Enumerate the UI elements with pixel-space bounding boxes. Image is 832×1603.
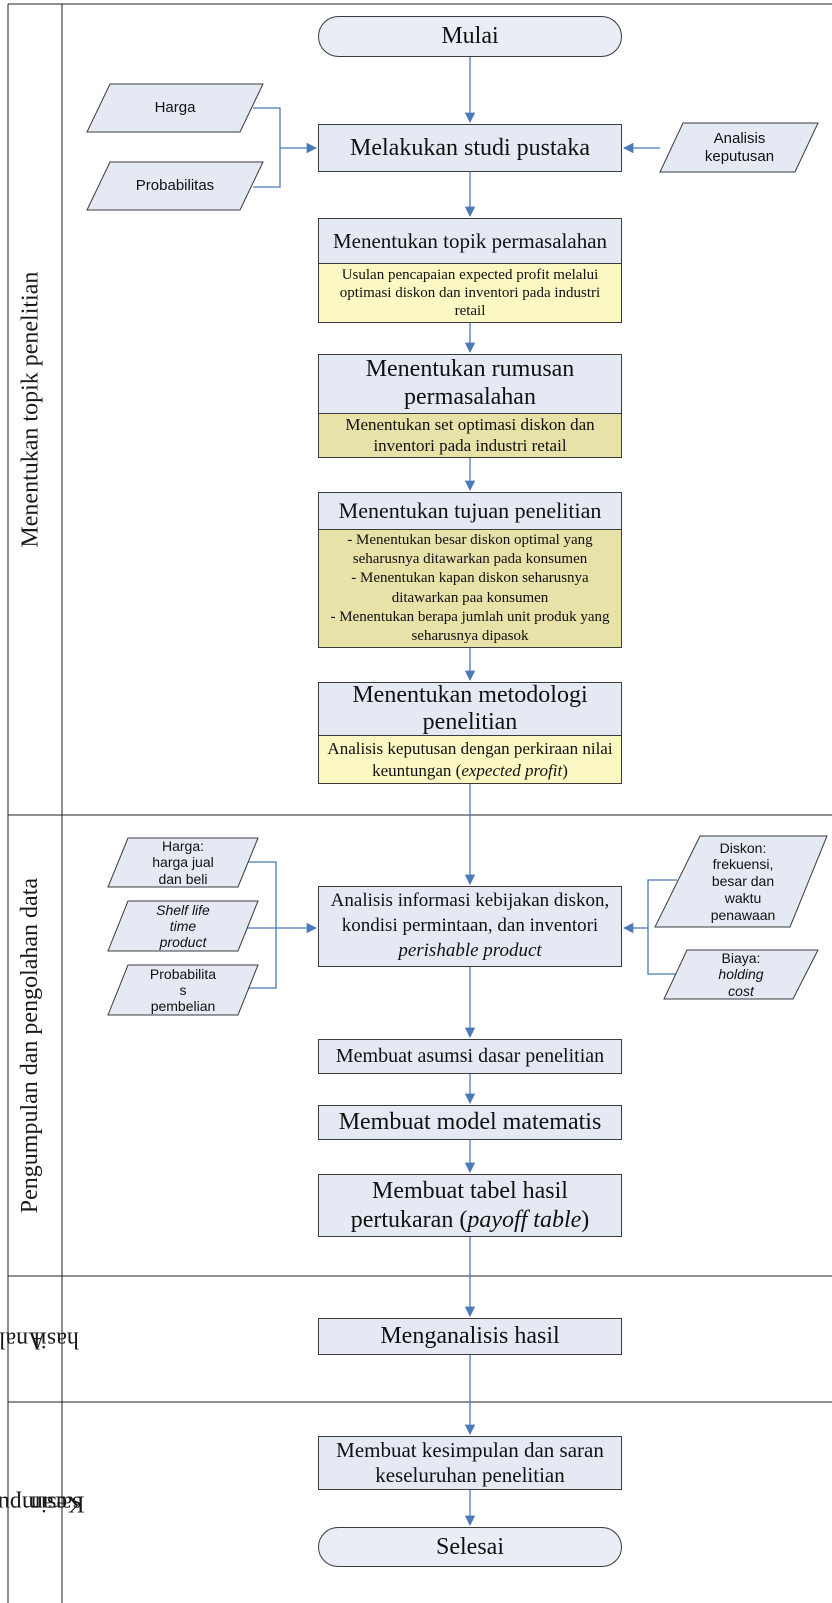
input-biaya-3: cost (728, 982, 754, 999)
input-diskon[interactable]: Diskon: frekuensi, besar dan waktu penaw… (678, 836, 808, 927)
input-analisis-keputusan-1: Analisis (713, 130, 766, 148)
lane-title-pengumpulan: Pengumpulan dan pengolahan data (17, 877, 44, 1214)
tujuan-item-3: - Menentukan berapa jumlah unit produk y… (330, 608, 610, 644)
input-analisis-keputusan-2: keputusan (704, 147, 775, 165)
payoff-table-term: payoff table (467, 1206, 582, 1233)
input-prob-beli-2: s (179, 981, 187, 998)
input-shelf-life-3: product (159, 934, 207, 951)
input-shapes (86, 83, 828, 1016)
lane-label-pengumpulan: Pengumpulan dan pengolahan data (0, 815, 62, 1276)
menganalisis-box[interactable]: Menganalisis hasil (318, 1318, 622, 1355)
topik-detail-box: Usulan pencapaian expected profit melalu… (318, 263, 622, 323)
end-terminal[interactable]: Selesai (318, 1527, 622, 1567)
rumusan-title-box[interactable]: Menentukan rumusan permasalahan (318, 354, 622, 414)
input-biaya-1: Biaya: (721, 950, 761, 967)
payoff-table-close: ) (581, 1206, 590, 1233)
input-prob-beli-3: pembelian (150, 998, 216, 1015)
expected-profit-term: expected profit (461, 760, 563, 780)
payoff-table-text: Membuat tabel hasil pertukaran ( (350, 1177, 568, 1233)
input-analisis-keputusan[interactable]: Analisis keputusan (672, 123, 807, 172)
rumusan-detail-box: Menentukan set optimasi diskon dan inven… (318, 413, 622, 458)
input-diskon-3: besar dan (711, 873, 775, 890)
metodologi-detail-text: Analisis keputusan dengan perkiraan nila… (327, 739, 613, 780)
input-shelf-life-1: Shelf life (156, 901, 210, 918)
analisis-informasi-text: Analisis informasi kebijakan diskon, kon… (330, 890, 610, 937)
input-shelf-life-2: time (169, 917, 197, 934)
input-biaya-2: holding (718, 966, 764, 983)
input-diskon-1: Diskon: (719, 839, 767, 856)
payoff-table-box[interactable]: Membuat tabel hasil pertukaran (payoff t… (318, 1174, 622, 1237)
metodologi-title-box[interactable]: Menentukan metodologi penelitian (318, 682, 622, 736)
lane-label-topik: Menentukan topik penelitian (0, 4, 62, 815)
start-terminal[interactable]: Mulai (318, 16, 622, 57)
lane-title-topik: Menentukan topik penelitian (17, 271, 44, 548)
swimlane-grid (7, 3, 832, 1603)
input-diskon-2: frekuensi, (712, 856, 774, 873)
input-prob-beli-1: Probabilita (149, 965, 217, 982)
perishable-product-term: perishable product (398, 939, 542, 961)
lane-title-analisis-2: hasil (33, 1326, 79, 1353)
tujuan-item-1: - Menentukan besar diskon optimal yang s… (347, 531, 593, 568)
studi-pustaka-box[interactable]: Melakukan studi pustaka (318, 124, 622, 172)
input-probabilitas-pembelian[interactable]: Probabilita s pembelian (118, 965, 248, 1015)
analisis-informasi-box[interactable]: Analisis informasi kebijakan diskon, kon… (318, 886, 622, 967)
lane-title-kesimpulan-2: saran (30, 1490, 82, 1517)
input-harga[interactable]: Harga (154, 99, 196, 117)
input-probabilitas[interactable]: Probabilitas (135, 177, 215, 195)
kesimpulan-box[interactable]: Membuat kesimpulan dan saran keseluruhan… (318, 1436, 622, 1490)
input-shelf-life[interactable]: Shelf life time product (118, 901, 248, 951)
asumsi-box[interactable]: Membuat asumsi dasar penelitian (318, 1039, 622, 1074)
metodologi-detail-box: Analisis keputusan dengan perkiraan nila… (318, 735, 622, 784)
input-harga-jual-1: Harga: (161, 838, 205, 855)
input-diskon-5: penawaan (710, 906, 776, 923)
topik-title-box[interactable]: Menentukan topik permasalahan (318, 218, 622, 264)
input-biaya[interactable]: Biaya: holding cost (676, 950, 806, 999)
tujuan-detail-box: - Menentukan besar diskon optimal yang s… (318, 529, 622, 648)
tujuan-title-box[interactable]: Menentukan tujuan penelitian (318, 492, 622, 530)
model-box[interactable]: Membuat model matematis (318, 1105, 622, 1140)
input-harga-jual-3: dan beli (158, 870, 208, 887)
tujuan-item-2: - Menentukan kapan diskon seharusnya dit… (351, 570, 589, 606)
lane-label-analisis: Analisishasil (0, 1276, 79, 1402)
input-diskon-4: waktu (724, 889, 762, 906)
metodologi-detail-close: ) (562, 760, 568, 780)
input-harga-jual-beli[interactable]: Harga: harga jual dan beli (118, 838, 248, 887)
input-harga-jual-2: harga jual (152, 854, 214, 871)
